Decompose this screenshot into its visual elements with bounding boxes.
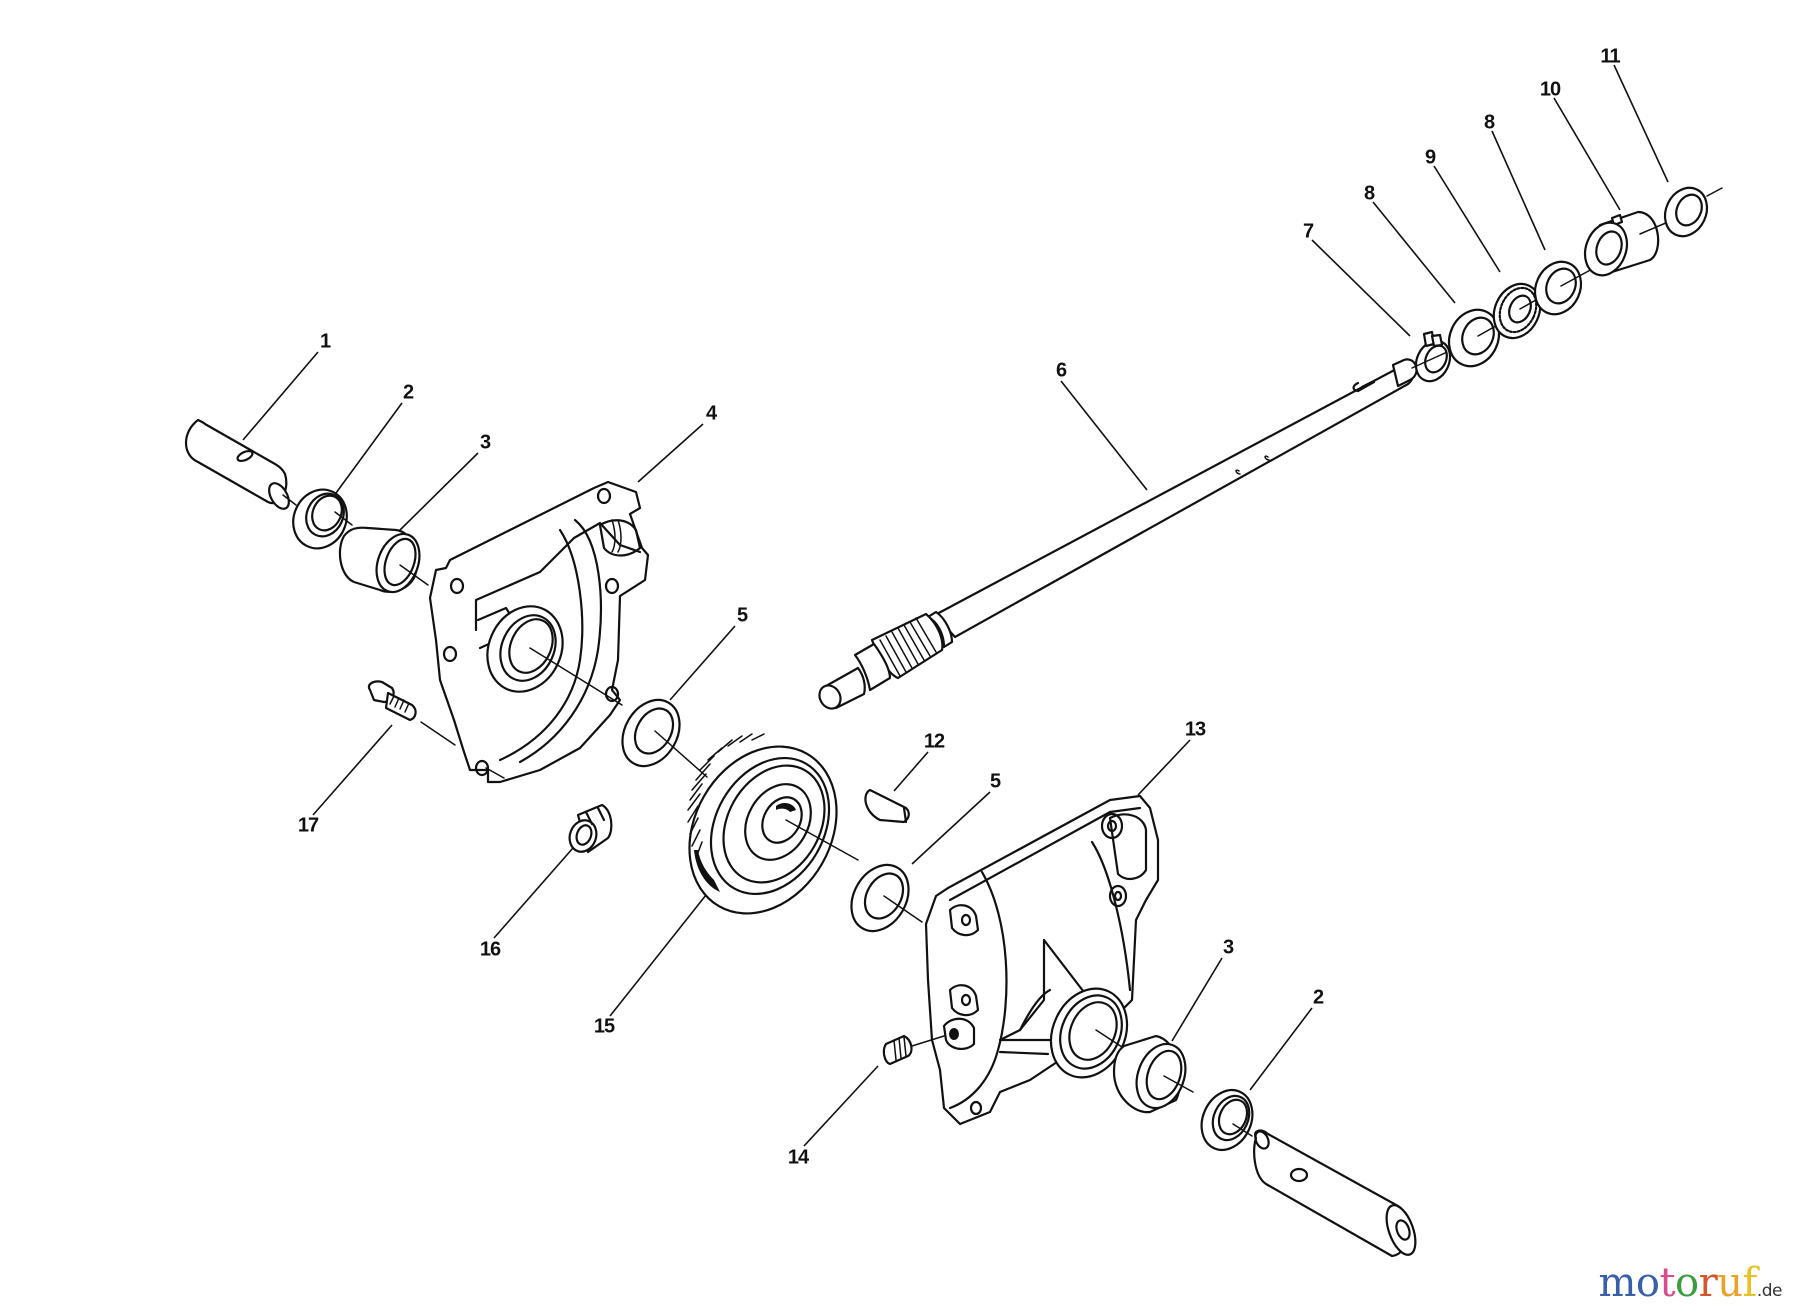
part-14-set-screw [882,1034,913,1066]
part-8-washer-b [1533,260,1583,316]
part-16-coupling [568,803,613,854]
part-12-woodruff-key [864,788,910,824]
callout-3-a: 3 [479,431,491,454]
callout-7: 7 [1302,220,1314,243]
part-11-seal-right [1663,186,1709,238]
callout-6: 6 [1055,359,1067,382]
part-3-bushing-right [1112,1034,1187,1114]
part-1-pin [184,418,290,510]
watermark-letter: r [1698,1260,1718,1306]
callout-9: 9 [1424,146,1436,169]
callout-12: 12 [923,730,945,753]
callout-15: 15 [593,1015,615,1038]
part-10-flange-bushing [1583,210,1660,277]
watermark-letter: o [1675,1260,1699,1306]
part-6-worm-shaft [818,358,1418,710]
callout-2-b: 2 [1312,986,1324,1009]
part-9-thrust-bearing [1492,282,1542,340]
callout-8-a: 8 [1363,182,1375,205]
callout-16: 16 [479,938,501,961]
part-8-washer-a [1447,308,1501,368]
callout-1: 1 [319,330,331,353]
watermark-letter: o [1635,1260,1660,1306]
leader-lines [242,64,1669,1147]
watermark-letter: u [1717,1260,1743,1306]
part-2-seal-left [292,488,348,550]
part-5-washer-right [850,863,910,933]
callout-4: 4 [705,402,717,425]
callout-11: 11 [1600,45,1620,68]
callout-13: 13 [1184,718,1206,741]
callout-5-a: 5 [736,604,748,627]
callout-3-b: 3 [1222,936,1234,959]
watermark-letter: f [1742,1260,1758,1306]
callout-14: 14 [787,1146,809,1169]
part-15-worm-gear [687,733,838,915]
callout-17: 17 [297,814,319,837]
part-1-pin-right [1253,1129,1417,1258]
watermark-letter: m [1598,1260,1636,1306]
part-4-housing-left [428,480,650,784]
watermark-logo: motoruf.de [1598,1263,1782,1303]
callout-10: 10 [1539,78,1561,101]
watermark-letter: t [1659,1260,1676,1306]
callout-2-a: 2 [402,381,414,404]
part-5-washer-left [621,698,681,768]
part-2-seal-right [1200,1089,1254,1151]
part-7-retaining-ring [1414,330,1452,383]
callout-8-b: 8 [1483,111,1495,134]
part-13-housing-right [924,794,1160,1126]
part-3-bushing-left [338,526,421,594]
part-17-bolt [367,680,417,722]
callout-5-b: 5 [989,770,1001,793]
watermark-suffix: .de [1756,1281,1783,1301]
